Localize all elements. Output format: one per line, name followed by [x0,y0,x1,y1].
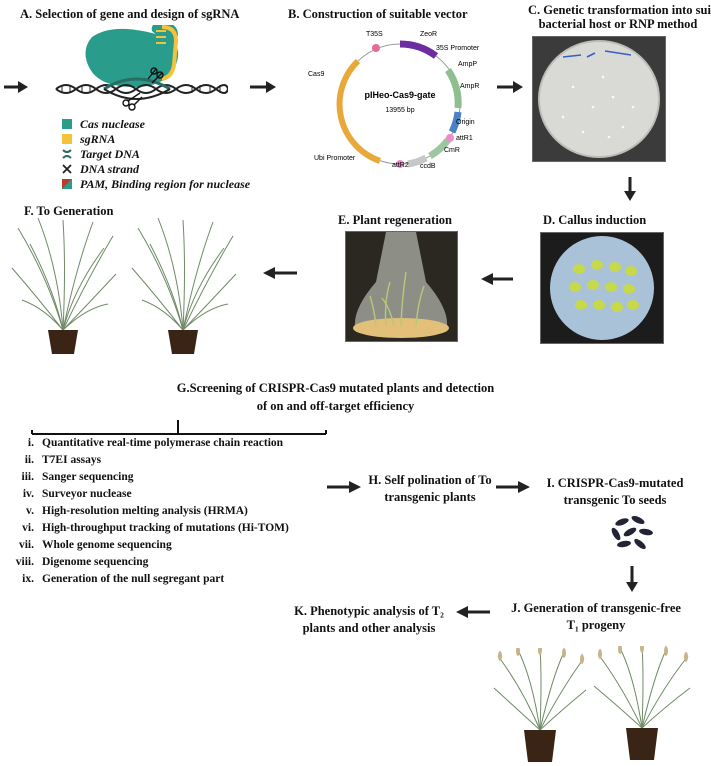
t35s-label: T35S [366,31,383,38]
dna-strand [55,84,228,94]
pam-swatch [62,179,72,189]
cas9-complex-illustration [55,25,228,111]
step-c-title: C. Genetic transformation into suitable … [528,3,711,31]
list-item: ii.T7EI assays [24,454,102,466]
t35s-marker [372,44,380,52]
petri-dish-photo [532,36,666,162]
attr2-marker [396,160,404,168]
ccdb-label: ccdB [420,163,436,170]
pot [48,330,78,354]
ubi-label: Ubi Promoter [314,155,356,162]
dna-strand-icon [62,164,72,174]
list-item: viii.Digenome sequencing [15,556,149,568]
cas9-label: Cas9 [308,71,324,78]
step-b-title: B. Construction of suitable vector [288,7,468,21]
list-item: iii.Sanger sequencing [21,471,134,483]
arrow-right-icon [327,481,361,493]
seeds-illustration [611,515,653,550]
step-g-title: G.Screening of CRISPR-Cas9 mutated plant… [176,381,495,413]
cas-nuclease-swatch [62,119,72,129]
scissors-icon [122,92,143,111]
plant-j-left [493,648,587,762]
promoter35s-label: 35S Promoter [436,45,480,52]
plasmid-map: T35S ZeoR 35S Promoter AmpP AmpR Origin … [308,31,480,170]
ampp-label: AmpP [458,61,477,68]
step-i-title: I. CRISPR-Cas9-mutated transgenic To see… [546,476,684,507]
sgrna-swatch [62,134,72,144]
pot [168,330,198,354]
callus-plate-photo [540,232,664,344]
list-item: vi.High-throughput tracking of mutations… [22,522,289,534]
step-f-title: F. To Generation [24,204,114,218]
arrow-down-icon [624,177,636,201]
attr1-marker [446,134,454,142]
step-d-title: D. Callus induction [543,213,647,227]
list-item: vii.Whole genome sequencing [18,539,172,551]
scissors-icon-2 [147,67,164,84]
arrow-right-icon [250,81,276,93]
origin-label: Origin [456,119,475,126]
ampr-label: AmpR [460,83,479,90]
target-dna-shape [103,77,171,91]
list-item: iv.Surveyor nuclease [22,488,132,500]
plant-j-right [593,646,691,760]
step-e-title: E. Plant regeneration [338,213,452,227]
plant-f-right [131,218,237,354]
zeor-label: ZeoR [420,31,437,38]
attr2-label: attR2 [392,162,409,169]
screening-list: i.Quantitative real-time polymerase chai… [0,437,340,587]
sgrna-shape [161,25,179,81]
arrow-left-icon [481,273,513,285]
pot [626,728,658,760]
step-a-title: A. Selection of gene and design of sgRNA [20,7,240,21]
vector-size: 13955 bp [385,107,414,114]
list-item: i.Quantitative real-time polymerase chai… [27,437,284,449]
arrow-right-icon [497,81,523,93]
plant-regeneration-photo [345,231,458,342]
attr1-label: attR1 [456,135,473,142]
plant-f-left [11,218,117,354]
list-item: ix.Generation of the null segregant part [22,573,225,585]
target-dna-icon [62,149,72,159]
arrow-right-icon [496,481,530,493]
cas-nuclease-shape [85,28,179,87]
step-j-title: J. Generation of transgenic-free T₁ prog… [511,601,681,632]
list-item: v.High-resolution melting analysis (HRMA… [26,505,248,517]
arrow-left-icon [263,267,297,279]
bracket-line [31,420,327,435]
step-k-title: K. Phenotypic analysis of T₂ plants and … [294,604,444,635]
arrow-down-icon [626,566,638,592]
cmr-label: CmR [444,147,460,154]
step-h-title: H. Self polination of To transgenic plan… [368,473,492,504]
pot [524,730,556,762]
legend: Cas nuclease sgRNA Target DNA DNA strand… [62,117,302,193]
arrow-right-icon [4,81,28,93]
arrow-left-icon [456,606,490,618]
vector-name: pIHeo-Cas9-gate [364,90,435,100]
